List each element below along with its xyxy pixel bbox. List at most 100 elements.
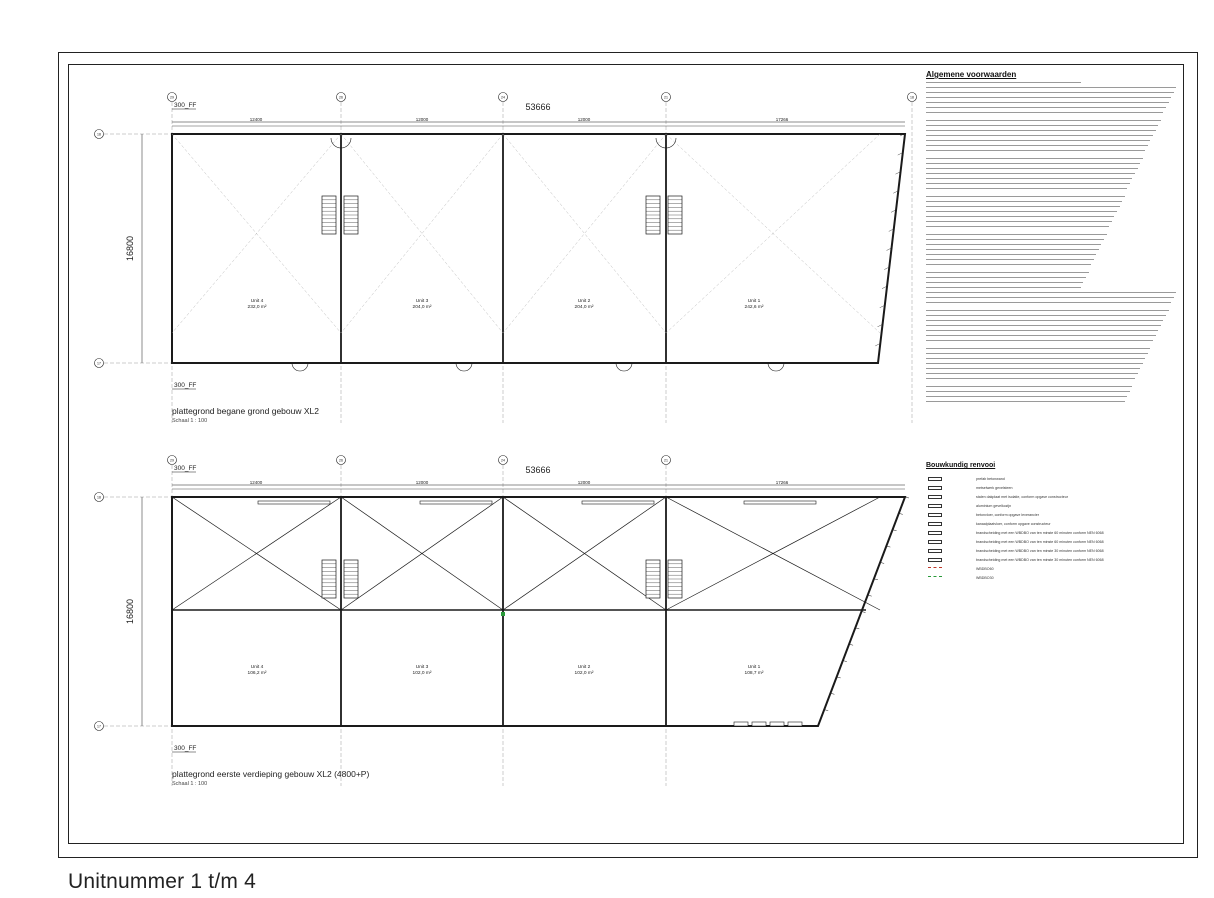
facade-tick: [877, 324, 882, 328]
legend-row: brandscheiding met een WBDBO van ten min…: [926, 529, 1184, 538]
ff-level-label-top: 300_FF: [174, 465, 196, 472]
notes-text-line: [926, 368, 1141, 372]
notes-text-line: [926, 353, 1148, 357]
side-axis-label: 18: [97, 132, 101, 136]
notes-text-line: [926, 158, 1143, 162]
plan-scale-ground-floor: Schaal 1 : 100: [172, 418, 208, 424]
grid-axis-label: 26: [339, 96, 343, 100]
overall-dimension-label: 53666: [525, 102, 550, 112]
facade-window: [743, 500, 817, 505]
legend-title: Bouwkundig renvooi: [926, 462, 996, 469]
facade-window: [419, 500, 493, 505]
facade-tick: [824, 709, 829, 711]
roof-diagonal: [340, 133, 504, 334]
notes-text-line: [926, 287, 1081, 291]
facade-tick: [842, 660, 847, 662]
facade-window: [733, 721, 749, 727]
notes-text-line: [926, 348, 1151, 352]
grid-axis-label: 29: [170, 96, 174, 100]
facade-window: [751, 721, 767, 727]
facade-window: [581, 500, 655, 505]
facade-tick: [884, 267, 889, 270]
side-axis-label: 17: [97, 724, 101, 728]
legend-label: brandscheiding met een WBDBO van ten min…: [976, 558, 1104, 562]
door-swing: [655, 137, 677, 149]
notes-text-line: [926, 112, 1164, 119]
door-swing: [455, 362, 473, 372]
legend-label: WBDBO60: [976, 567, 994, 571]
notes-text-line: [926, 254, 1097, 258]
legend-label: brandscheiding met een WBDBO van ten min…: [976, 540, 1104, 544]
notes-text-line: [926, 87, 1177, 91]
unit-number-caption: Unitnummer 1 t/m 4: [68, 870, 256, 893]
segment-dimension-label: 17266: [776, 117, 789, 122]
building-outline: [171, 133, 907, 364]
legend-row: brandscheiding met een WBDBO van ten min…: [926, 547, 1184, 556]
facade-tick: [888, 229, 893, 232]
facade-tick: [893, 191, 898, 194]
segment-dimension-label: 12400: [250, 117, 263, 122]
facade-tick: [861, 611, 866, 613]
notes-text-line: [926, 130, 1156, 134]
notes-text-line: [926, 244, 1102, 248]
facade-tick: [904, 496, 910, 499]
door-swing: [330, 137, 352, 149]
legend-symbol: [928, 477, 942, 481]
facade-window: [787, 721, 803, 727]
legend-row: prefab betonwand: [926, 475, 1184, 484]
unit-area-label: 108,7 m²: [745, 670, 764, 676]
legend-label: aluminium gevelkozijn: [976, 504, 1012, 508]
notes-text-line: [926, 135, 1154, 139]
grid-axis-label: 21: [664, 459, 668, 463]
notes-text-line: [926, 226, 1110, 233]
notes-text-line: [926, 282, 1084, 286]
legend-label: brandscheiding met een WBDBO van ten min…: [976, 531, 1104, 535]
legend-symbol: [928, 504, 942, 508]
side-axis-bubble: [94, 129, 104, 139]
legend-label: prefab betonwand: [976, 477, 1005, 481]
wbdbo-marker: [501, 612, 505, 616]
notes-text-line: [926, 120, 1161, 124]
legend-symbol: [928, 558, 942, 562]
legend-row: stalen dakplaat met isolatie, conform op…: [926, 493, 1184, 502]
general-conditions-title: Algemene voorwaarden: [926, 70, 1017, 79]
notes-text-line: [926, 145, 1148, 149]
notes-text-line: [926, 401, 1125, 405]
notes-text-line: [926, 216, 1115, 220]
roof-diagonal: [340, 496, 504, 611]
grid-axis-bubble: [498, 455, 508, 465]
segment-dimension-label: 12000: [416, 117, 429, 122]
unit-name-label: Unit 4: [251, 664, 264, 670]
notes-text-line: [926, 325, 1161, 329]
legend-label: WBDBO30: [976, 576, 994, 580]
notes-text-line: [926, 320, 1164, 324]
notes-text-line: [926, 102, 1169, 106]
notes-text-line: [926, 396, 1128, 400]
notes-text-line: [926, 297, 1174, 301]
notes-text-line: [926, 234, 1107, 238]
depth-dimension-label: 16800: [125, 236, 135, 261]
roof-diagonal: [665, 496, 881, 611]
facade-tick: [890, 210, 896, 213]
notes-text-line: [926, 183, 1130, 187]
roof-diagonal: [502, 133, 667, 334]
facade-tick: [830, 693, 835, 695]
side-axis-label: 18: [97, 495, 101, 499]
ff-level-label-top: 300_FF: [174, 102, 196, 109]
notes-text-line: [926, 150, 1146, 157]
facade-tick: [886, 248, 891, 251]
legend-symbol: [928, 522, 942, 526]
notes-text-line: [926, 173, 1135, 177]
grid-axis-label: 24: [501, 459, 505, 463]
notes-text-line: [926, 264, 1092, 271]
general-conditions-panel: Algemene voorwaarden: [926, 70, 1184, 840]
grid-axis-label: 29: [170, 459, 174, 463]
legend-symbol: [928, 540, 942, 544]
grid-axis-label: 21: [664, 96, 668, 100]
unit-area-label: 204,0 m²: [413, 304, 432, 310]
facade-window: [769, 721, 785, 727]
notes-text-line: [926, 92, 1174, 96]
notes-text-line: [926, 211, 1117, 215]
segment-dimension-label: 12000: [416, 480, 429, 485]
